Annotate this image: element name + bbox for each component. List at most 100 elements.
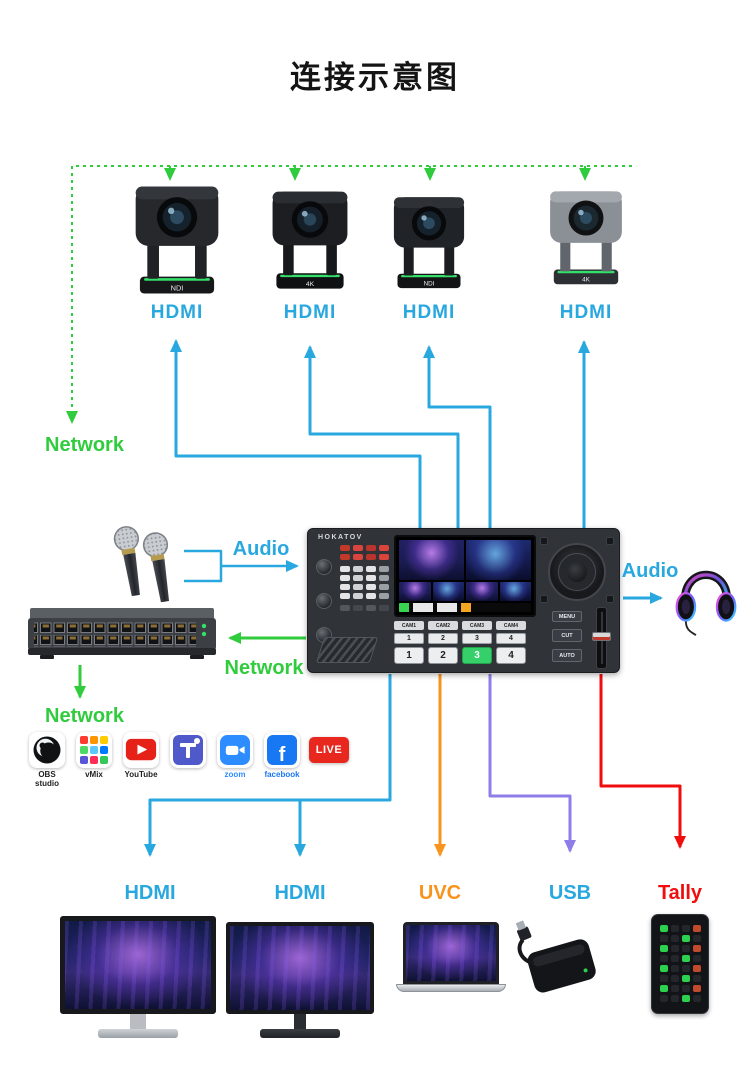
cam4-button[interactable]: CAM4 [496,621,526,630]
cam3-button[interactable]: CAM3 [462,621,492,630]
thumb-2 [432,582,464,602]
preview-3-button[interactable]: 3 [462,633,492,644]
menu-button[interactable]: MENU [552,611,582,622]
network-dotted-trunk [66,165,632,424]
microphones-art [113,526,170,603]
cam1-button[interactable]: CAM1 [394,621,424,630]
laptop-base [396,984,506,992]
zoom-caption: zoom [224,770,246,779]
external-drive-art [515,920,596,993]
teams-tile [173,735,203,765]
uvc-label: UVC [418,882,462,904]
live-badge-tile: LIVE [309,737,349,763]
preview-1-button[interactable]: 1 [394,633,424,644]
grille-plate [315,637,379,663]
streaming-platforms-row: OBS studio vMix YouTube [26,732,350,788]
microphones-icon [110,524,184,611]
program-1-button[interactable]: 1 [394,647,424,664]
teams-icon [167,732,209,771]
thumb-1 [399,582,431,602]
monitor-2-screen [226,922,374,1014]
corner-button-3[interactable] [540,595,548,603]
program-2-button[interactable]: 2 [428,647,458,664]
camera-badge: 4K [306,281,315,288]
tally-label: Tally [657,882,703,904]
facebook-logo: f [264,732,300,768]
monitor-2 [226,922,374,1038]
network-label-bottom: Network [45,705,124,727]
tally-button-grid [660,925,701,1002]
camera-badge: NDI [424,280,435,287]
ptz-camera-1-art: NDI [135,186,219,294]
hdmi-line-camera-1 [170,339,422,529]
auto-button[interactable]: AUTO [552,649,582,662]
headphones-icon [674,552,738,644]
next-preview [466,540,531,581]
program-4-button[interactable]: 4 [496,647,526,664]
monitor-1-screen [60,916,216,1014]
multiview-screen [394,535,536,617]
laptop [396,922,506,992]
ptz-camera-2-art: 4K [272,191,348,289]
hdmi-out-line-1 [144,674,392,857]
obs-caption: OBS studio [35,770,59,788]
cam-select-row: CAM1 CAM2 CAM3 CAM4 [394,621,526,630]
cam2-button[interactable]: CAM2 [428,621,458,630]
usb-label: USB [548,882,592,904]
ptz-camera-3-art: NDI [393,197,465,289]
white-button-grid [340,566,389,599]
jog-wheel[interactable] [548,543,606,601]
vmix-logo [76,732,112,768]
thumb-3 [466,582,498,602]
vmix-grid [80,736,108,764]
obs-icon: OBS studio [26,732,68,788]
youtube-icon: YouTube [120,732,162,780]
t-bar-fader[interactable] [592,607,611,669]
hdmi-label-camera-2: HDMI [283,302,337,323]
audio-knob-2 [316,593,332,609]
input-thumbnails [399,582,531,602]
teams-logo [170,732,206,768]
preview-row [399,540,531,581]
vmix-icon: vMix [73,732,115,780]
live-badge: LIVE [308,732,350,763]
preview-2-button[interactable]: 2 [428,633,458,644]
jog-wheel-ring [558,553,596,591]
laptop-screen [403,922,499,984]
youtube-logo [123,732,159,768]
hdmi-line-camera-2 [304,345,460,529]
hdmi-line-camera-3 [423,345,492,529]
facebook-tile: f [267,735,297,765]
jog-wheel-core [567,562,587,582]
headphones-art [675,570,737,636]
thumb-4 [499,582,531,602]
cut-button[interactable]: CUT [552,629,582,642]
facebook-icon: f facebook [261,732,303,780]
network-switch-art [28,608,216,659]
corner-button-2[interactable] [606,537,614,545]
corner-button-4[interactable] [606,595,614,603]
monitor-2-stand [294,1014,306,1029]
status-bar [399,603,531,612]
vmix-caption: vMix [85,770,103,779]
audio-in-bracket [184,549,223,583]
preview-4-button[interactable]: 4 [496,633,526,644]
usb-line [488,674,576,853]
ptz-camera-3: NDI [384,190,474,299]
program-3-button-active[interactable]: 3 [462,647,492,664]
monitor-1-base [98,1029,178,1038]
audio-in-label: Audio [232,538,290,560]
program-bus-row: 1 2 3 4 [394,647,526,664]
zoom-logo [217,732,253,768]
preview-bus-row: 1 2 3 4 [394,633,526,644]
hdmi-out-label-2: HDMI [274,882,326,904]
fader-handle[interactable] [592,632,611,641]
audio-knob-1 [316,559,332,575]
network-label-left: Network [45,434,124,456]
monitor-1-stand [130,1014,146,1029]
corner-button-1[interactable] [540,537,548,545]
monitor-1 [60,916,216,1038]
zoom-icon: zoom [214,732,256,780]
